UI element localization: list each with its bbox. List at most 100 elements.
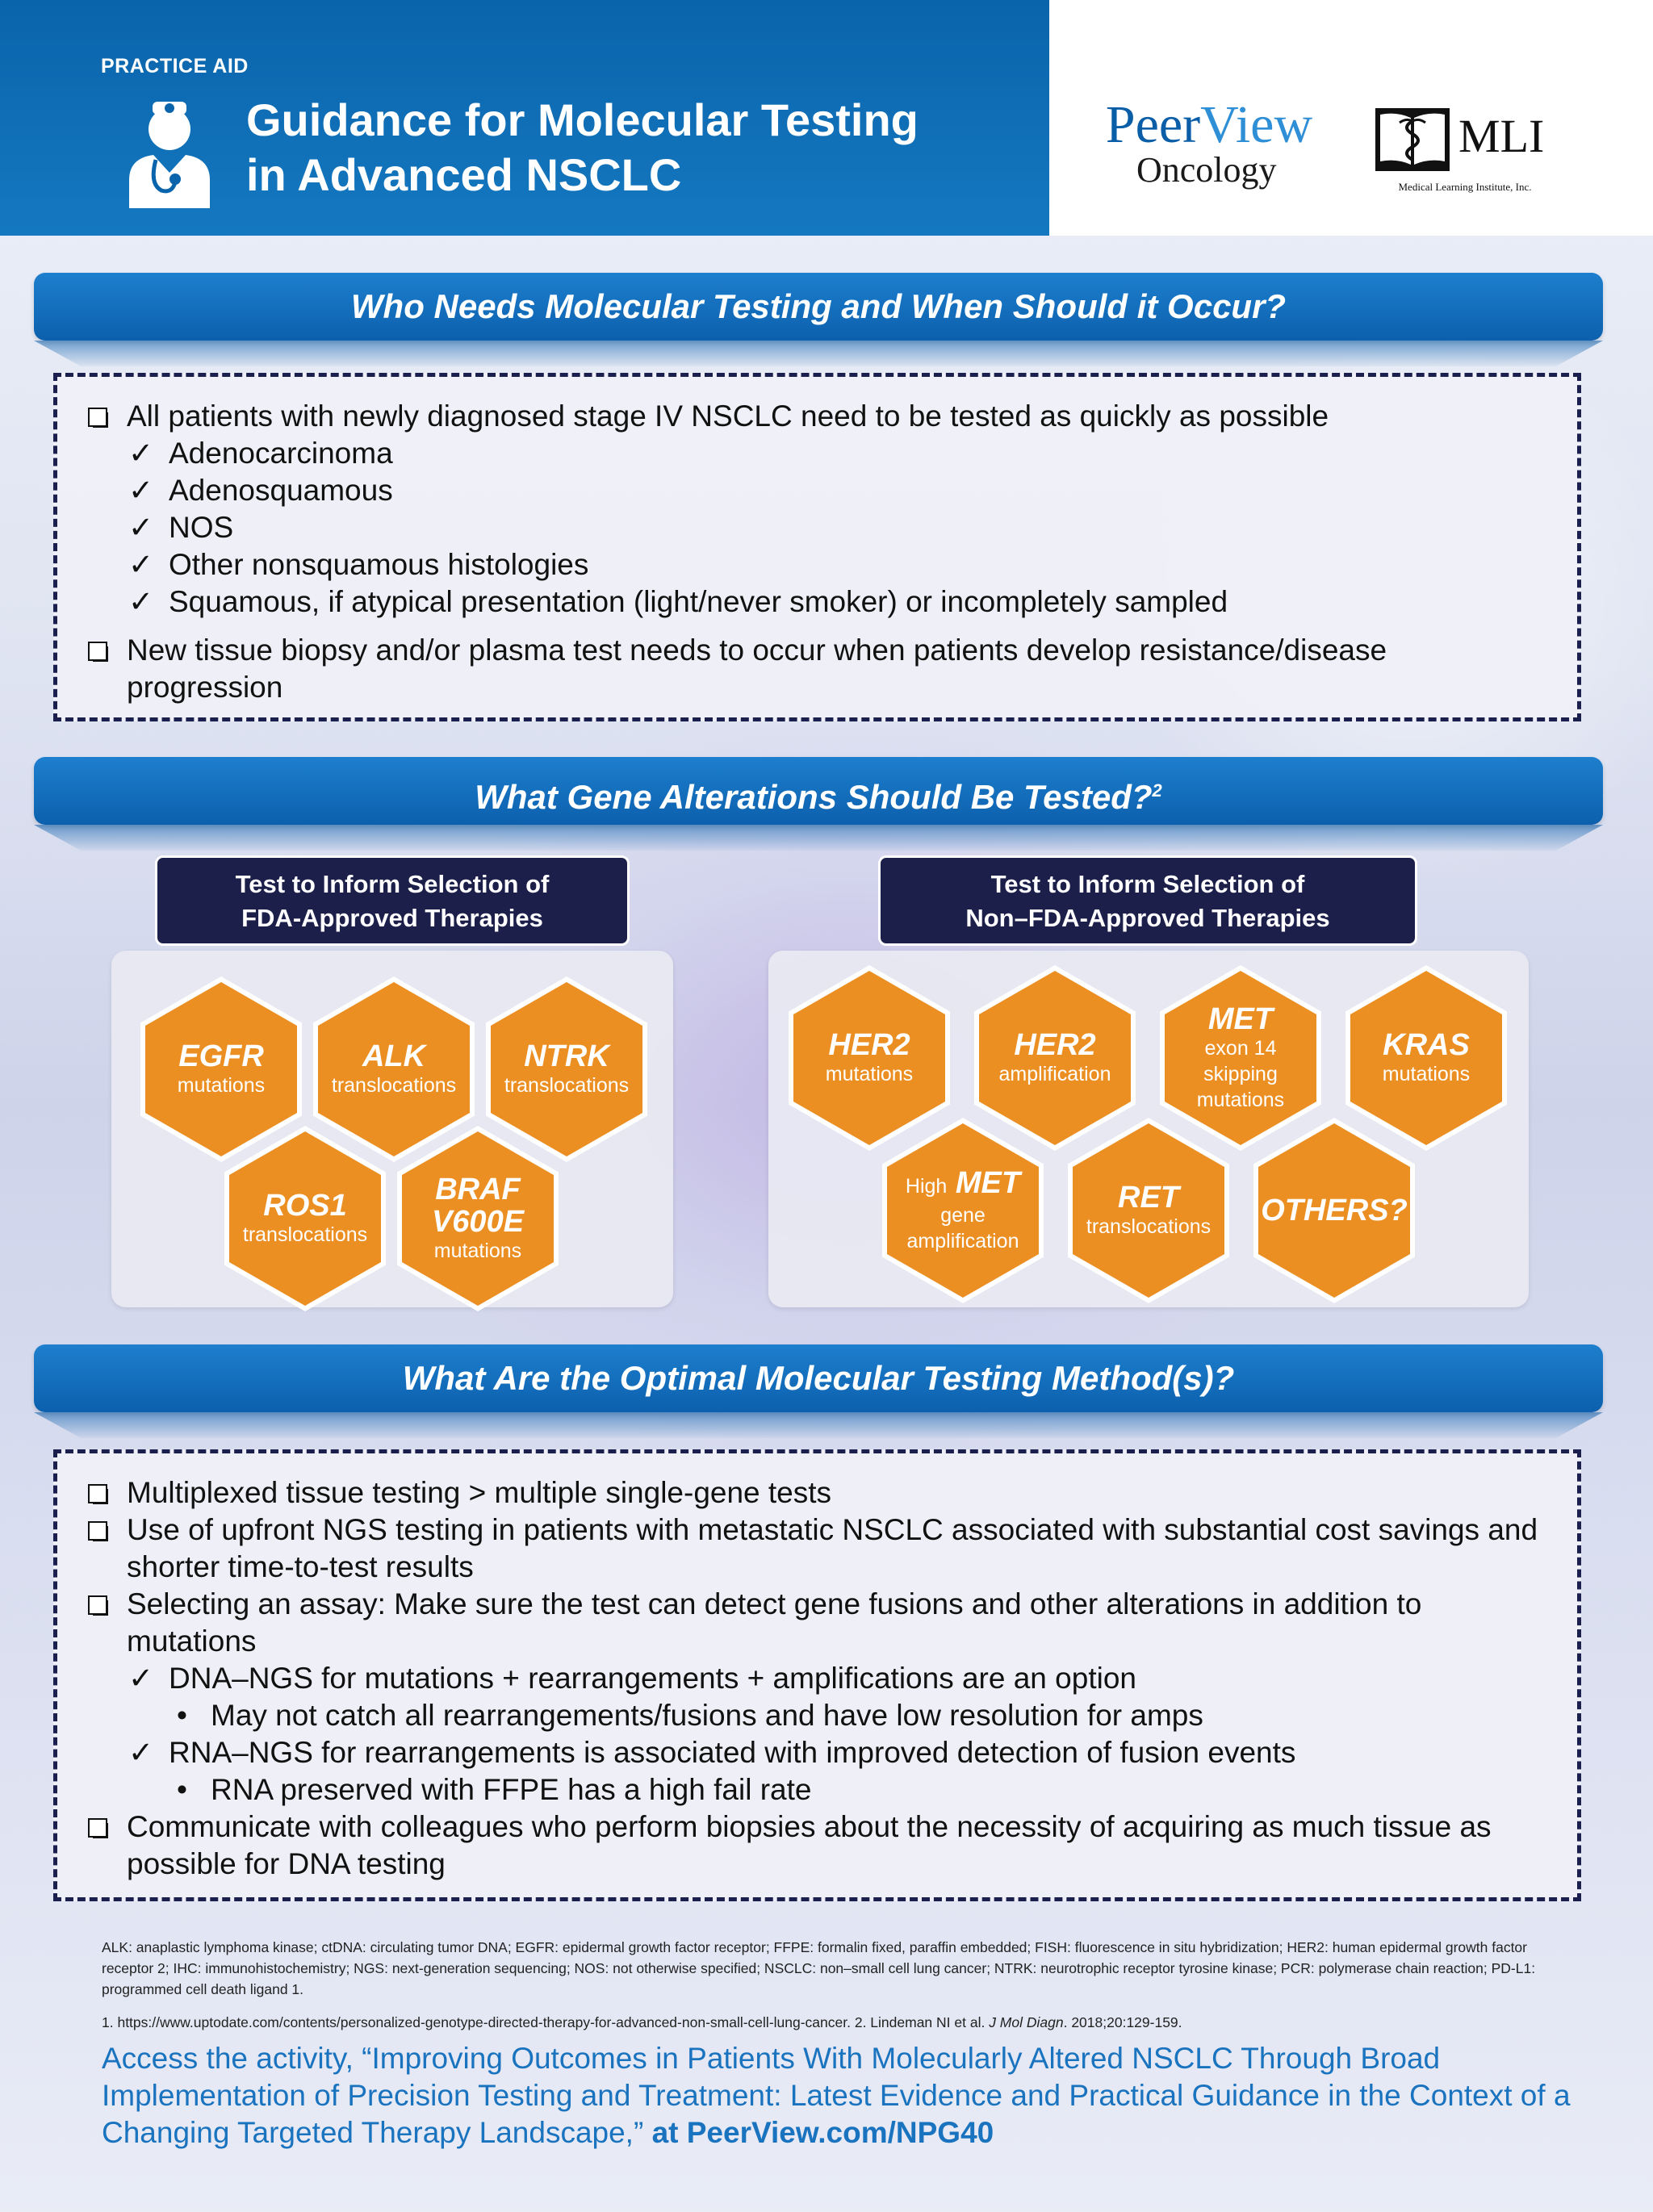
section3-banner: What Are the Optimal Molecular Testing M… [34, 1344, 1603, 1412]
hex-her2-mutations: HER2 mutations [789, 965, 950, 1151]
section2-banner-shadow [34, 825, 1603, 851]
section3-item2-text: Use of upfront NGS testing in patients w… [127, 1513, 1538, 1583]
caduceus-book-icon [1375, 108, 1450, 171]
hex-her2-amp-title: HER2 [1014, 1028, 1096, 1062]
section3-subsub1: •May not catch all rearrangements/fusion… [86, 1697, 1539, 1734]
section3-banner-shadow [34, 1412, 1603, 1438]
access-activity: Access the activity, “Improving Outcomes… [102, 2040, 1603, 2151]
section3-subsub2-text: RNA preserved with FFPE has a high fail … [211, 1773, 812, 1806]
non-fda-label: Test to Inform Selection of Non–FDA-Appr… [878, 855, 1417, 946]
checkmark-icon: ✓ [128, 585, 154, 618]
checkbox-bullet-icon [88, 642, 108, 662]
page-title-line2: in Advanced NSCLC [246, 149, 682, 200]
non-fda-label-line1: Test to Inform Selection of [990, 870, 1305, 898]
section3-box: Multiplexed tissue testing > multiple si… [53, 1449, 1581, 1901]
hex-ntrk-title: NTRK [524, 1039, 609, 1073]
section1-sub2: ✓ Adenosquamous [86, 472, 1539, 509]
hex-met-exon14-desc: exon 14 skipping mutations [1196, 1037, 1285, 1111]
access-activity-link[interactable]: at PeerView.com/NPG40 [651, 2116, 994, 2149]
page-title-line1: Guidance for Molecular Testing [246, 94, 919, 145]
hex-ros1: ROS1 translocations [224, 1126, 386, 1311]
section1-item2-text: New tissue biopsy and/or plasma test nee… [127, 633, 1387, 704]
hex-high-met-desc: gene amplification [906, 1204, 1019, 1252]
hex-met-exon14-title: MET [1207, 1002, 1274, 1036]
checkmark-icon: ✓ [128, 437, 154, 470]
fda-label: Test to Inform Selection of FDA-Approved… [155, 855, 630, 946]
hex-others-title: OTHERS? [1261, 1194, 1408, 1227]
hex-ret-desc: translocations [1086, 1215, 1212, 1238]
hex-braf-title: BRAF V600E [431, 1173, 525, 1239]
checkmark-icon: ✓ [128, 511, 154, 544]
section3-item4-text: Communicate with colleagues who perform … [127, 1810, 1492, 1880]
section3-sub2-text: RNA–NGS for rearrangements is associated… [169, 1736, 1296, 1769]
checkbox-bullet-icon [88, 1818, 108, 1838]
section2-title: What Gene Alterations Should Be Tested? [475, 778, 1153, 816]
hex-egfr-title: EGFR [178, 1039, 264, 1073]
section1-sub1: ✓Adenocarcinoma [86, 435, 1539, 472]
section1-banner-shadow [34, 341, 1603, 366]
section1-box: All patients with newly diagnosed stage … [53, 373, 1581, 721]
hex-high-met: High MET gene amplification [882, 1118, 1044, 1303]
hex-her2-amp-desc: amplification [998, 1063, 1111, 1085]
bullet-dot-icon: • [177, 1699, 187, 1732]
hex-high-met-gene: MET [955, 1166, 1021, 1200]
checkmark-icon: ✓ [128, 1736, 154, 1769]
doctor-icon [129, 102, 210, 208]
references-text: 1. https://www.uptodate.com/contents/per… [102, 2014, 990, 2030]
hex-her2-mut-title: HER2 [828, 1028, 910, 1062]
access-activity-text: Access the activity, “Improving Outcomes… [102, 2042, 1571, 2149]
peerview-logo: PeerView Oncology [1088, 98, 1330, 203]
references-journal: J Mol Diagn [989, 2014, 1064, 2030]
section3-item1: Multiplexed tissue testing > multiple si… [86, 1474, 1539, 1512]
section3-subsub2: • RNA preserved with FFPE has a high fail… [86, 1771, 1539, 1808]
fda-label-line1: Test to Inform Selection of [235, 870, 550, 898]
hex-alk-desc: translocations [331, 1074, 457, 1097]
page-title: Guidance for Molecular Testing in Advanc… [246, 93, 1013, 203]
fda-label-line2: FDA-Approved Therapies [241, 904, 543, 932]
section3-item2: Use of upfront NGS testing in patients w… [86, 1512, 1539, 1586]
section2-banner: What Gene Alterations Should Be Tested?2 [34, 757, 1603, 825]
section3-item3: Selecting an assay: Make sure the test c… [86, 1586, 1539, 1660]
section3-list: Multiplexed tissue testing > multiple si… [86, 1474, 1539, 1883]
peerview-logo-peer: Peer [1105, 95, 1201, 154]
mli-logo-text: MLI [1458, 110, 1545, 162]
checkmark-icon: ✓ [128, 1662, 154, 1695]
hex-egfr-desc: mutations [177, 1074, 266, 1097]
hex-her2-mut-desc: mutations [825, 1063, 914, 1085]
section3-sub2: ✓ RNA–NGS for rearrangements is associate… [86, 1734, 1539, 1771]
section3-item1-text: Multiplexed tissue testing > multiple si… [127, 1476, 832, 1509]
hex-ntrk: NTRK translocations [486, 976, 647, 1162]
hex-her2-amplification: HER2 amplification [974, 965, 1136, 1151]
hex-kras-title: KRAS [1383, 1028, 1470, 1062]
hex-ntrk-desc: translocations [504, 1074, 630, 1097]
checkbox-bullet-icon [88, 1595, 108, 1616]
section1-list: All patients with newly diagnosed stage … [86, 398, 1539, 706]
hex-egfr: EGFR mutations [140, 976, 302, 1162]
hex-high-met-title: High MET [906, 1167, 1020, 1202]
hex-alk: ALK translocations [313, 976, 475, 1162]
hex-others: OTHERS? [1253, 1118, 1415, 1303]
hex-met-exon14: MET exon 14 skipping mutations [1160, 965, 1321, 1151]
section3-sub1: ✓ DNA–NGS for mutations + rearrangements … [86, 1660, 1539, 1697]
hex-high-met-prefix: High [905, 1175, 948, 1198]
section1-sub4: ✓Other nonsquamous histologies [86, 546, 1539, 583]
checkmark-icon: ✓ [128, 474, 154, 507]
non-fda-label-line2: Non–FDA-Approved Therapies [965, 904, 1330, 932]
mli-logo: MLI Medical Learning Institute, Inc. [1372, 103, 1558, 200]
section1-item2: New tissue biopsy and/or plasma test nee… [86, 632, 1539, 706]
checkmark-icon: ✓ [128, 548, 154, 581]
section1-sub2-text: Adenosquamous [169, 474, 393, 507]
section3-sub1-text: DNA–NGS for mutations + rearrangements +… [169, 1662, 1136, 1695]
practice-aid-label: PRACTICE AID [101, 55, 249, 77]
checkbox-bullet-icon [88, 1484, 108, 1504]
hex-kras-desc: mutations [1382, 1063, 1471, 1085]
section1-item1-text: All patients with newly diagnosed stage … [127, 399, 1329, 433]
section3-item4: Communicate with colleagues who perform … [86, 1808, 1539, 1883]
header-logo-area [1049, 0, 1653, 236]
hex-ros1-desc: translocations [242, 1223, 368, 1246]
hex-braf-desc: mutations [433, 1240, 522, 1262]
bullet-dot-icon: • [177, 1773, 187, 1806]
section1-sub3-text: NOS [169, 511, 234, 544]
hex-ret-title: RET [1118, 1181, 1179, 1215]
peerview-logo-name: PeerView [1088, 98, 1330, 152]
